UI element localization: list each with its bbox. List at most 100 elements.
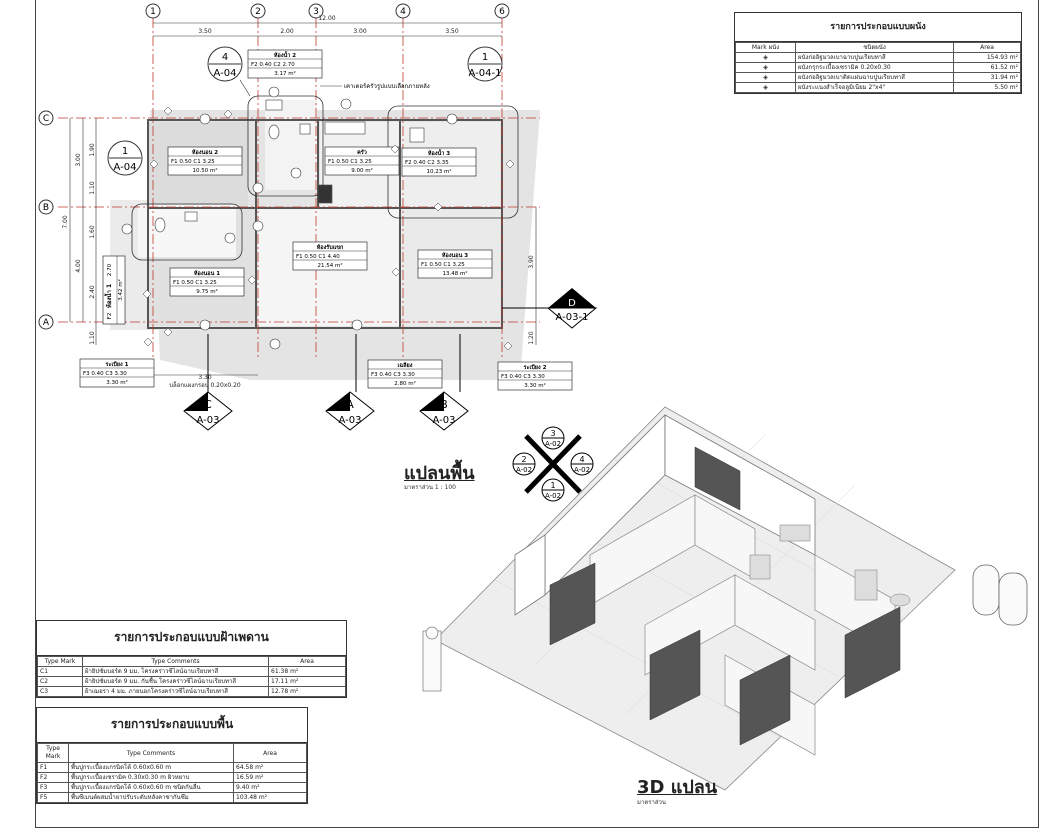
svg-text:2.70: 2.70 — [107, 263, 113, 276]
elevation-south: 1 A-02 — [541, 478, 565, 502]
svg-text:1: 1 — [550, 481, 555, 490]
svg-text:1: 1 — [482, 52, 488, 63]
floor-area: 64.58 m² — [233, 762, 307, 773]
floor-col-mark: Type Mark — [37, 743, 69, 763]
section-marker-C-A03: C A-03 — [183, 334, 233, 431]
wall-schedule-table: รายการประกอบแบบผนัง Mark ผนัง ชนิดผนัง A… — [734, 12, 1022, 94]
svg-text:A-04: A-04 — [114, 162, 137, 173]
room-area: 3.30 m² — [106, 379, 128, 386]
svg-text:A-02: A-02 — [545, 492, 561, 500]
svg-text:A-02: A-02 — [545, 440, 561, 448]
section-marker-1-A04: 1 A-04 — [107, 140, 143, 176]
dimension-lines — [69, 22, 537, 376]
floor-area: 9.40 m² — [233, 782, 307, 793]
iso-scale: มาตราส่วน — [637, 799, 666, 806]
svg-text:6: 6 — [499, 7, 505, 17]
wall-type: ผนังก่ออิฐมวลเบาติดแผ่นฉาบปูนเรียบทาสี — [795, 72, 954, 83]
grid-bubble-4: 4 — [395, 3, 411, 19]
iso-title: 3D แปลน — [637, 777, 718, 798]
dim-bottom: 3.30 — [198, 374, 212, 381]
ceiling-type-comment: ฝ้าเฌอรา 4 มม. ภายนอกโครงคร่าวซีไลน์ฉาบเ… — [82, 686, 269, 697]
dim-top-3: 3.00 — [353, 28, 367, 35]
room-area: 21.54 m² — [317, 262, 342, 269]
wall-mark-icon: ◈ — [735, 72, 796, 83]
section-marker-A-A03: A A-03 — [325, 334, 375, 431]
ceiling-schedule-title: รายการประกอบแบบฝ้าเพดาน — [37, 621, 346, 656]
dim-left-1: 1.90 — [89, 143, 96, 157]
room-area: 10.50 m² — [192, 167, 217, 174]
svg-text:A-02: A-02 — [516, 466, 532, 474]
floor-type-comment: พื้นซีเมนต์ผสมน้ำยาปรับระดับหลังคาชากันซ… — [68, 792, 234, 803]
plan-title: แปลนพื้น — [404, 463, 475, 484]
ceiling-area: 12.78 m² — [268, 686, 346, 697]
svg-text:3: 3 — [313, 7, 319, 17]
wall-col-type: ชนิดผนัง — [795, 42, 954, 53]
svg-text:A-03-1: A-03-1 — [556, 312, 589, 323]
room-finish-codes: F2 0.40 C2 3.35 — [405, 160, 449, 166]
room-area: 13.48 m² — [442, 270, 467, 277]
room-name: เฉลียง — [398, 362, 413, 369]
ceiling-col-mark: Type Mark — [37, 656, 83, 667]
dim-top-2: 2.00 — [280, 28, 294, 35]
room-tag-bath-1: ห้องน้ำ 1 3.42 m² F2 2.70 — [102, 255, 126, 325]
floor-plan-drawing: 1 2 3 4 6 C B A 3.50 2.00 3.00 3.50 12.0… — [38, 3, 598, 431]
wall-schedule-row: ◈ผนังก่ออิฐมวลเบาฉาบปูนเรียบทาสี154.93 m… — [735, 52, 1021, 63]
svg-text:B: B — [43, 203, 49, 213]
room-finish-codes: F3 0.40 C3 3.30 — [501, 374, 545, 380]
dim-left-total-1: 3.00 — [75, 153, 82, 167]
room-area: 9.75 m² — [196, 288, 218, 295]
room-name: ห้องรับแขก — [317, 243, 344, 251]
dim-left-2: 1.10 — [89, 181, 96, 195]
room-finish-codes: F1 0.50 C1 4.40 — [296, 254, 340, 260]
wall-type: ผนังกรุกระเบื้องเซรามิค 0.20x0.30 — [795, 62, 954, 73]
room-name: ห้องนอน 1 — [194, 269, 220, 277]
floor-schedule-title: รายการประกอบแบบพื้น — [37, 708, 307, 743]
dim-left-total-2: 4.00 — [75, 259, 82, 273]
elevation-east: 4 A-02 — [570, 452, 594, 476]
svg-text:B: B — [440, 398, 448, 411]
wall-type: ผนังก่ออิฐมวลเบาฉาบปูนเรียบทาสี — [795, 52, 954, 63]
grid-bubble-6: 6 — [494, 3, 510, 19]
svg-text:A-03: A-03 — [433, 415, 456, 426]
grid-bubble-C: C — [38, 110, 54, 126]
room-name: ห้องน้ำ 2 — [274, 50, 296, 59]
dim-left-3: 1.60 — [89, 225, 96, 239]
dim-left-total-3: 7.00 — [62, 215, 69, 229]
dimension-labels: 3.50 2.00 3.00 3.50 12.00 3.30 บล็อกแผงก… — [62, 15, 535, 389]
door-window-tags — [121, 86, 458, 350]
svg-text:3: 3 — [550, 429, 555, 438]
floor-area: 16.59 m² — [233, 772, 307, 783]
wall-area: 31.94 m² — [953, 72, 1021, 83]
grid-bubble-3: 3 — [308, 3, 324, 19]
floor-schedule-table: รายการประกอบแบบพื้น Type Mark Type Comme… — [36, 707, 308, 804]
svg-text:A: A — [43, 318, 50, 328]
ceiling-area: 61.38 m² — [268, 666, 346, 677]
wall-schedule-row: ◈ผนังก่ออิฐมวลเบาติดแผ่นฉาบปูนเรียบทาสี3… — [735, 72, 1021, 83]
svg-text:D: D — [568, 298, 576, 309]
svg-text:A-04: A-04 — [214, 68, 237, 79]
svg-text:A-03: A-03 — [197, 415, 220, 426]
floor-type-mark: F1 — [37, 762, 69, 773]
svg-text:4: 4 — [400, 7, 406, 17]
svg-text:2: 2 — [255, 7, 261, 17]
svg-text:4: 4 — [579, 455, 584, 464]
ceiling-type-mark: C1 — [37, 666, 83, 677]
grid-row-bubbles: C B A — [38, 110, 54, 330]
wall-type-tags — [142, 106, 515, 351]
room-tags: ห้องน้ำ 2F2 0.40 C2 2.703.17 m²ห้องนอน 2… — [79, 49, 573, 391]
room-name: ระเบียง 2 — [524, 364, 547, 371]
wall-area: 154.93 m² — [953, 52, 1021, 63]
room-tag: ระเบียง 2F3 0.40 C3 3.303.30 m² — [497, 361, 573, 391]
svg-text:A-02: A-02 — [574, 466, 590, 474]
grid-bubble-A: A — [38, 314, 54, 330]
svg-text:F2: F2 — [107, 313, 113, 320]
grid-bubble-2: 2 — [250, 3, 266, 19]
dim-bottom-note: บล็อกแผงกรอบ 0.20x0.20 — [169, 380, 241, 389]
room-finish-codes: F2 0.40 C2 2.70 — [251, 62, 295, 68]
